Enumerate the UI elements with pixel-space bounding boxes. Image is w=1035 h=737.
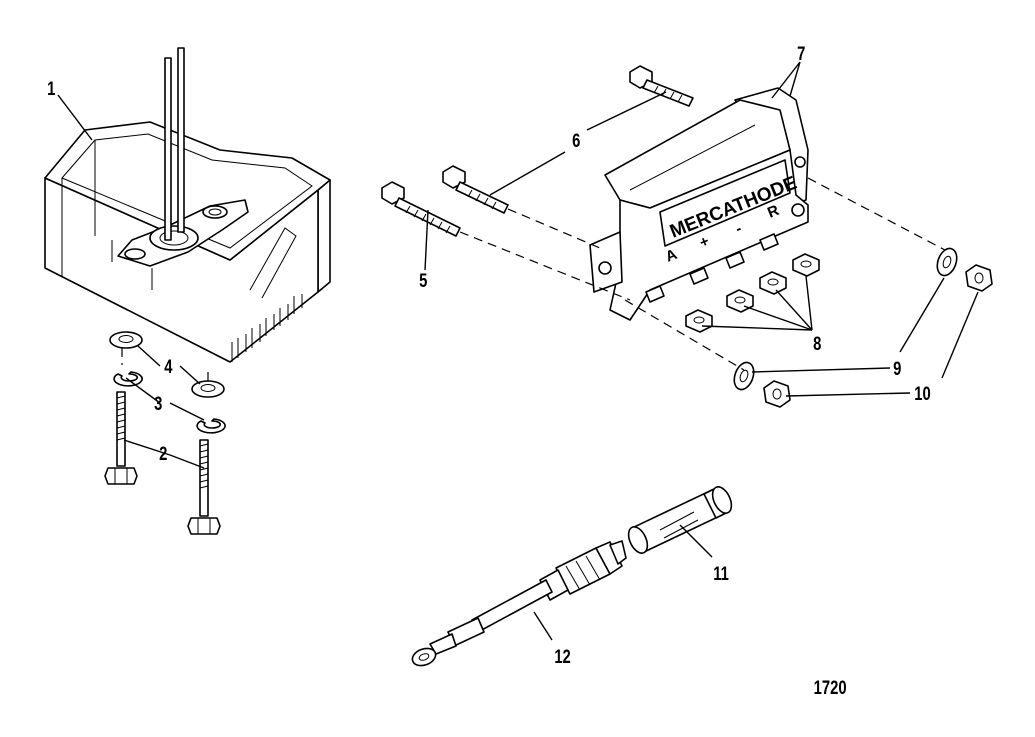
- callout-9: 9: [893, 358, 901, 379]
- alignment-lines: [121, 177, 946, 382]
- callout-numbers: 1 2 3 4 5 6 7 8 9 10 11 12: [47, 43, 931, 667]
- callout-1: 1: [47, 78, 55, 99]
- figure-number: 1720: [814, 677, 847, 698]
- callout-12: 12: [554, 646, 570, 667]
- terminal-label-minus: -: [733, 220, 744, 238]
- part-lock-washers: [113, 371, 226, 434]
- part-nuts-10: [763, 264, 993, 408]
- callout-10: 10: [914, 383, 930, 404]
- callout-3: 3: [154, 393, 162, 414]
- part-flat-washers: [109, 331, 225, 398]
- part-fuse: [627, 486, 733, 554]
- part-mounting-bolts: [104, 391, 221, 535]
- terminal-studs: [645, 233, 779, 303]
- callout-6: 6: [572, 130, 580, 151]
- leader-lines: [57, 61, 979, 641]
- callout-4: 4: [164, 356, 173, 377]
- part-bracket-housing: [44, 47, 331, 363]
- part-washers-9: [733, 247, 958, 391]
- callout-2: 2: [159, 443, 167, 464]
- callout-8: 8: [813, 333, 821, 354]
- part-mercathode-module: MERCATHODE A + - R: [589, 87, 809, 321]
- part-fuse-holder: [411, 540, 627, 667]
- callout-11: 11: [713, 563, 729, 584]
- callout-5: 5: [419, 270, 427, 291]
- callout-7: 7: [797, 43, 805, 64]
